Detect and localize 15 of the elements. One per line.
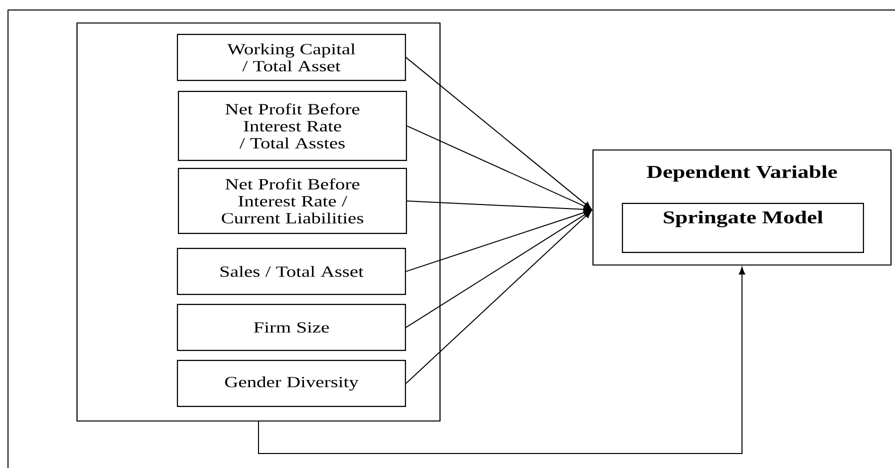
arrow <box>406 210 592 272</box>
arrow <box>406 200 591 213</box>
variable-box: Springate Model <box>622 202 864 253</box>
variable-box: Sales / Total Asset <box>176 248 406 295</box>
arrow <box>258 267 746 454</box>
arrow <box>406 56 592 210</box>
arrow <box>406 125 592 210</box>
arrow <box>406 210 592 328</box>
group-box <box>76 22 441 422</box>
variable-box: Firm Size <box>176 304 406 351</box>
arrow <box>406 210 592 384</box>
variable-box: Working Capital / Total Asset <box>176 34 406 81</box>
variable-box: Net Profit Before Interest Rate / Current Liabilities <box>178 168 407 234</box>
variable-box: Net Profit Before Interest Rate / Total Asstes <box>178 90 407 161</box>
variable-box: Gender Diversity <box>176 360 406 407</box>
